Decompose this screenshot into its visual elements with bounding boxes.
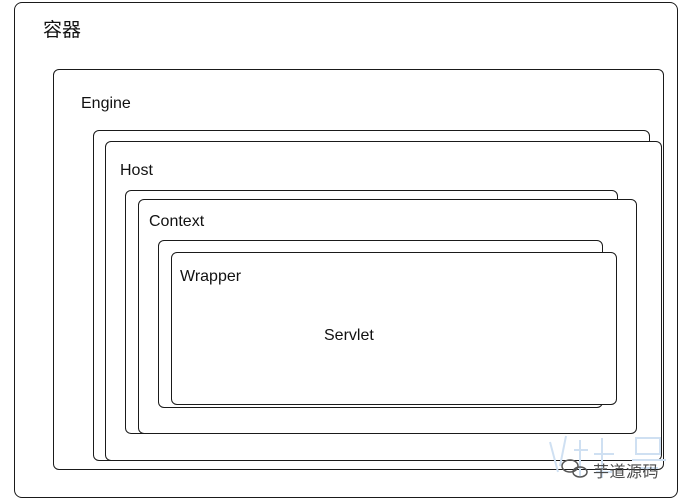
watermark-text: 芋道源码 [593,462,660,481]
engine-label: Engine [81,95,131,112]
watermark-logo [549,435,666,478]
container-label: 容器 [43,19,82,41]
host-label: Host [120,162,153,179]
servlet-label: Servlet [324,327,374,344]
chat-bubble-icon [561,459,588,478]
context-label: Context [149,213,205,230]
wrapper-box [171,252,617,405]
wrapper-label: Wrapper [180,268,242,285]
